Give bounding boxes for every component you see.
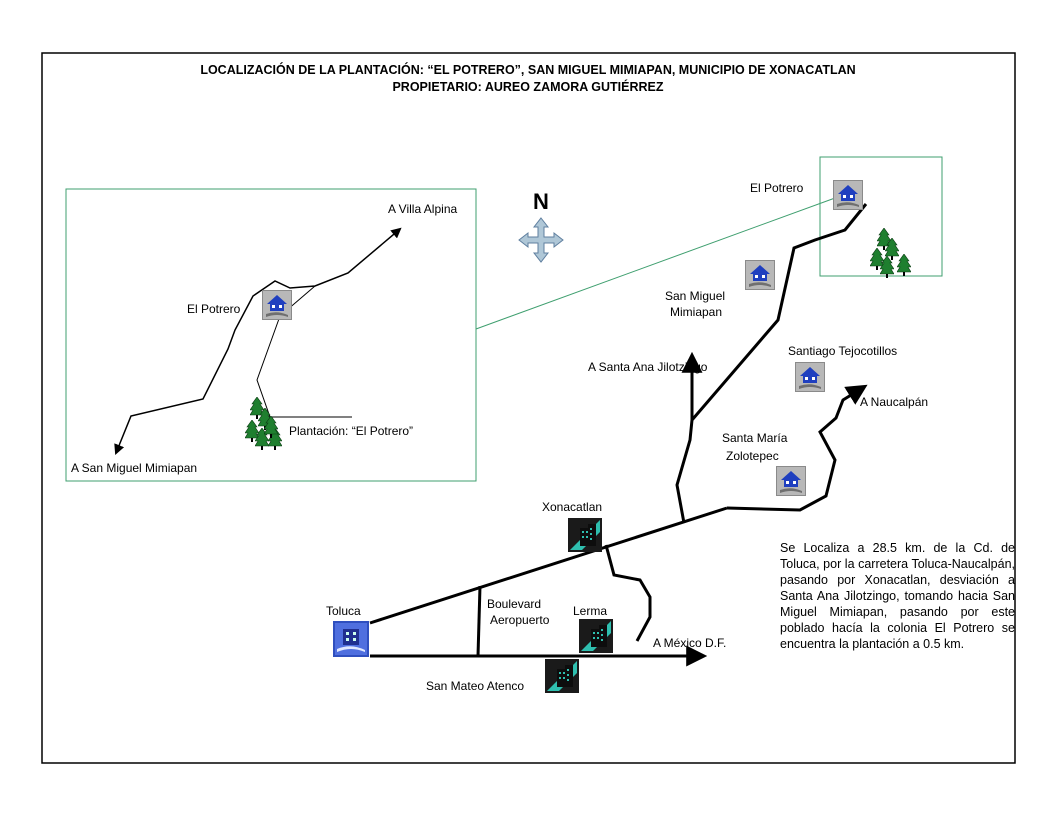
inset-label-san-miguel: A San Miguel Mimiapan: [71, 461, 197, 475]
label-naucalpan: A Naucalpán: [860, 395, 928, 409]
road-toluca-xonacatlan: [369, 506, 728, 625]
house-icon: [776, 466, 806, 496]
label-san-mateo: San Mateo Atenco: [426, 679, 524, 693]
label-boulevard-2: Aeropuerto: [490, 613, 550, 627]
label-santiago: Santiago Tejocotillos: [788, 344, 897, 358]
label-toluca: Toluca: [326, 604, 361, 618]
house-icon: [833, 180, 863, 210]
house-icon: [745, 260, 775, 290]
city-icon: [333, 621, 369, 657]
inset-panel: [65, 188, 477, 482]
label-mexico: A México D.F.: [653, 636, 726, 650]
compass-icon: [518, 217, 564, 263]
city-icon: [568, 518, 602, 552]
house-icon: [262, 290, 292, 320]
inset-label-villa-alpina: A Villa Alpina: [388, 202, 457, 216]
tree-icon: [245, 397, 282, 450]
tree-icon: [870, 228, 911, 278]
house-icon: [795, 362, 825, 392]
label-boulevard-1: Boulevard: [487, 597, 541, 611]
road-lerma: [604, 544, 652, 642]
road-naucalpan: [726, 384, 868, 512]
map-frame: [41, 52, 1016, 764]
inset-leader-line: [475, 197, 836, 330]
label-santa-maria-1: Santa María: [722, 431, 788, 445]
label-lerma: Lerma: [573, 604, 607, 618]
label-san-miguel-2: Mimiapan: [670, 305, 722, 319]
north-label: N: [533, 189, 549, 214]
label-xonacatlan: Xonacatlan: [542, 500, 602, 514]
label-santa-ana: A Santa Ana Jilotzingo: [588, 360, 708, 374]
label-el-potrero: El Potrero: [750, 181, 804, 195]
city-icon: [579, 619, 613, 653]
city-icon: [545, 659, 579, 693]
inset-target-box: [819, 156, 943, 277]
map-title-line-1: LOCALIZACIÓN DE LA PLANTACIÓN: “EL POTRE…: [200, 62, 855, 77]
label-santa-maria-2: Zolotepec: [726, 449, 779, 463]
inset-label-el-potrero: El Potrero: [187, 302, 241, 316]
road-san-miguel: [675, 203, 868, 524]
inset-road-west: [114, 227, 402, 455]
inset-label-plantation: Plantación: “El Potrero”: [289, 424, 413, 438]
map-title-line-2: PROPIETARIO: AUREO ZAMORA GUTIÉRREZ: [392, 79, 663, 94]
road-boulevard-aeropuerto: [476, 585, 482, 657]
label-san-miguel-1: San Miguel: [665, 289, 725, 303]
route-description: Se Localiza a 28.5 km. de la Cd. de Tolu…: [780, 541, 1015, 651]
